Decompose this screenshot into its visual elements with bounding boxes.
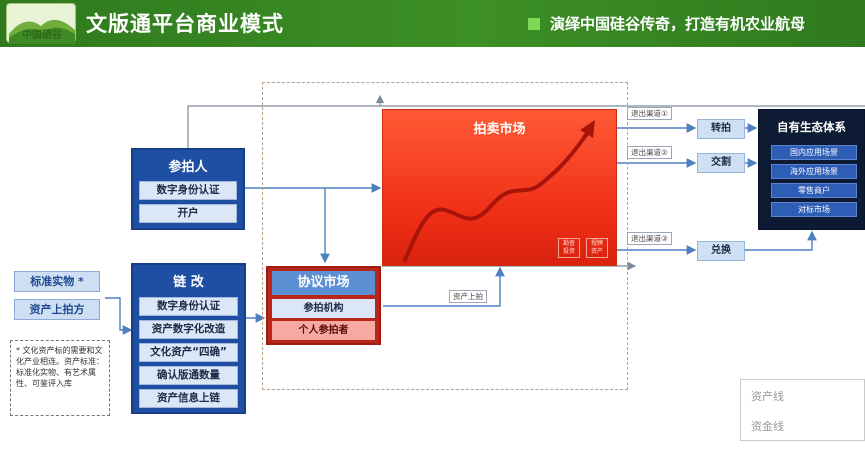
logo-hills-icon bbox=[9, 19, 75, 44]
header-bar: 中国硒谷 文版通平台商业模式 演绎中国硅谷传奇，打造有机农业航母 bbox=[0, 0, 865, 47]
eco-item: 零售商户 bbox=[771, 183, 857, 198]
eco-title: 自有生态体系 bbox=[777, 120, 846, 134]
asset-listing-label: 资产上拍 bbox=[449, 290, 487, 303]
bidder-box: 参拍人 数字身份认证 开户 bbox=[131, 148, 245, 230]
chain-item: 资产信息上链 bbox=[139, 389, 238, 408]
bidder-item: 开户 bbox=[139, 204, 237, 223]
asset-standard-note: * 文化资产标的需要和文化产业相连。资产标准：标准化实物、有艺术属性、可鉴评入库 bbox=[10, 340, 110, 416]
chain-title: 链 改 bbox=[173, 275, 204, 290]
exit-channel-label: 退出渠道③ bbox=[627, 232, 672, 245]
auction-mini-tag: 勘查投资 bbox=[558, 238, 580, 258]
chain-item: 资产数字化改造 bbox=[139, 320, 238, 339]
chain-item: 文化资产“四确” bbox=[139, 343, 238, 362]
auction-mini-tag: 授牌资产 bbox=[586, 238, 608, 258]
negotiate-market-box: 协议市场 参拍机构 个人参拍者 bbox=[266, 266, 381, 345]
rising-trend-icon bbox=[403, 120, 595, 262]
exit-channel-label: 退出渠道① bbox=[627, 107, 672, 120]
standard-asset-tag: 标准实物 * bbox=[14, 271, 100, 292]
page-title: 文版通平台商业模式 bbox=[86, 12, 284, 36]
logo-text: 中国硒谷 bbox=[22, 30, 62, 41]
eco-item: 海外应用场景 bbox=[771, 164, 857, 179]
exit-box-redeem: 兑换 bbox=[697, 241, 745, 261]
asset-listing-party-tag: 资产上拍方 bbox=[14, 299, 100, 320]
chain-item: 数字身份认证 bbox=[139, 297, 238, 316]
exit-box-settle: 交割 bbox=[697, 153, 745, 173]
negotiate-item-individual: 个人参拍者 bbox=[272, 321, 375, 340]
eco-item: 对标市场 bbox=[771, 202, 857, 217]
eco-item: 国内应用场景 bbox=[771, 145, 857, 160]
negotiate-item-institution: 参拍机构 bbox=[272, 299, 375, 318]
negotiate-title: 协议市场 bbox=[272, 271, 375, 295]
auction-title: 拍卖市场 bbox=[473, 122, 526, 137]
legend: 资产线 资金线 bbox=[740, 379, 865, 441]
slogan-square-icon bbox=[528, 18, 540, 30]
logo: 中国硒谷 bbox=[6, 3, 76, 44]
slogan: 演绎中国硅谷传奇，打造有机农业航母 bbox=[550, 15, 806, 33]
legend-fund-line: 资金线 bbox=[751, 420, 784, 433]
bidder-item: 数字身份认证 bbox=[139, 181, 237, 200]
exit-box-resell: 转拍 bbox=[697, 119, 745, 139]
bidder-title: 参拍人 bbox=[168, 160, 208, 175]
eco-system-box: 自有生态体系 国内应用场景 海外应用场景 零售商户 对标市场 bbox=[758, 109, 865, 230]
chain-reform-box: 链 改 数字身份认证 资产数字化改造 文化资产“四确” 确认版通数量 资产信息上… bbox=[131, 263, 246, 414]
chain-item: 确认版通数量 bbox=[139, 366, 238, 385]
auction-market-box: 拍卖市场 勘查投资 授牌资产 bbox=[382, 109, 617, 266]
exit-channel-label: 退出渠道② bbox=[627, 146, 672, 159]
legend-asset-line: 资产线 bbox=[751, 390, 784, 403]
